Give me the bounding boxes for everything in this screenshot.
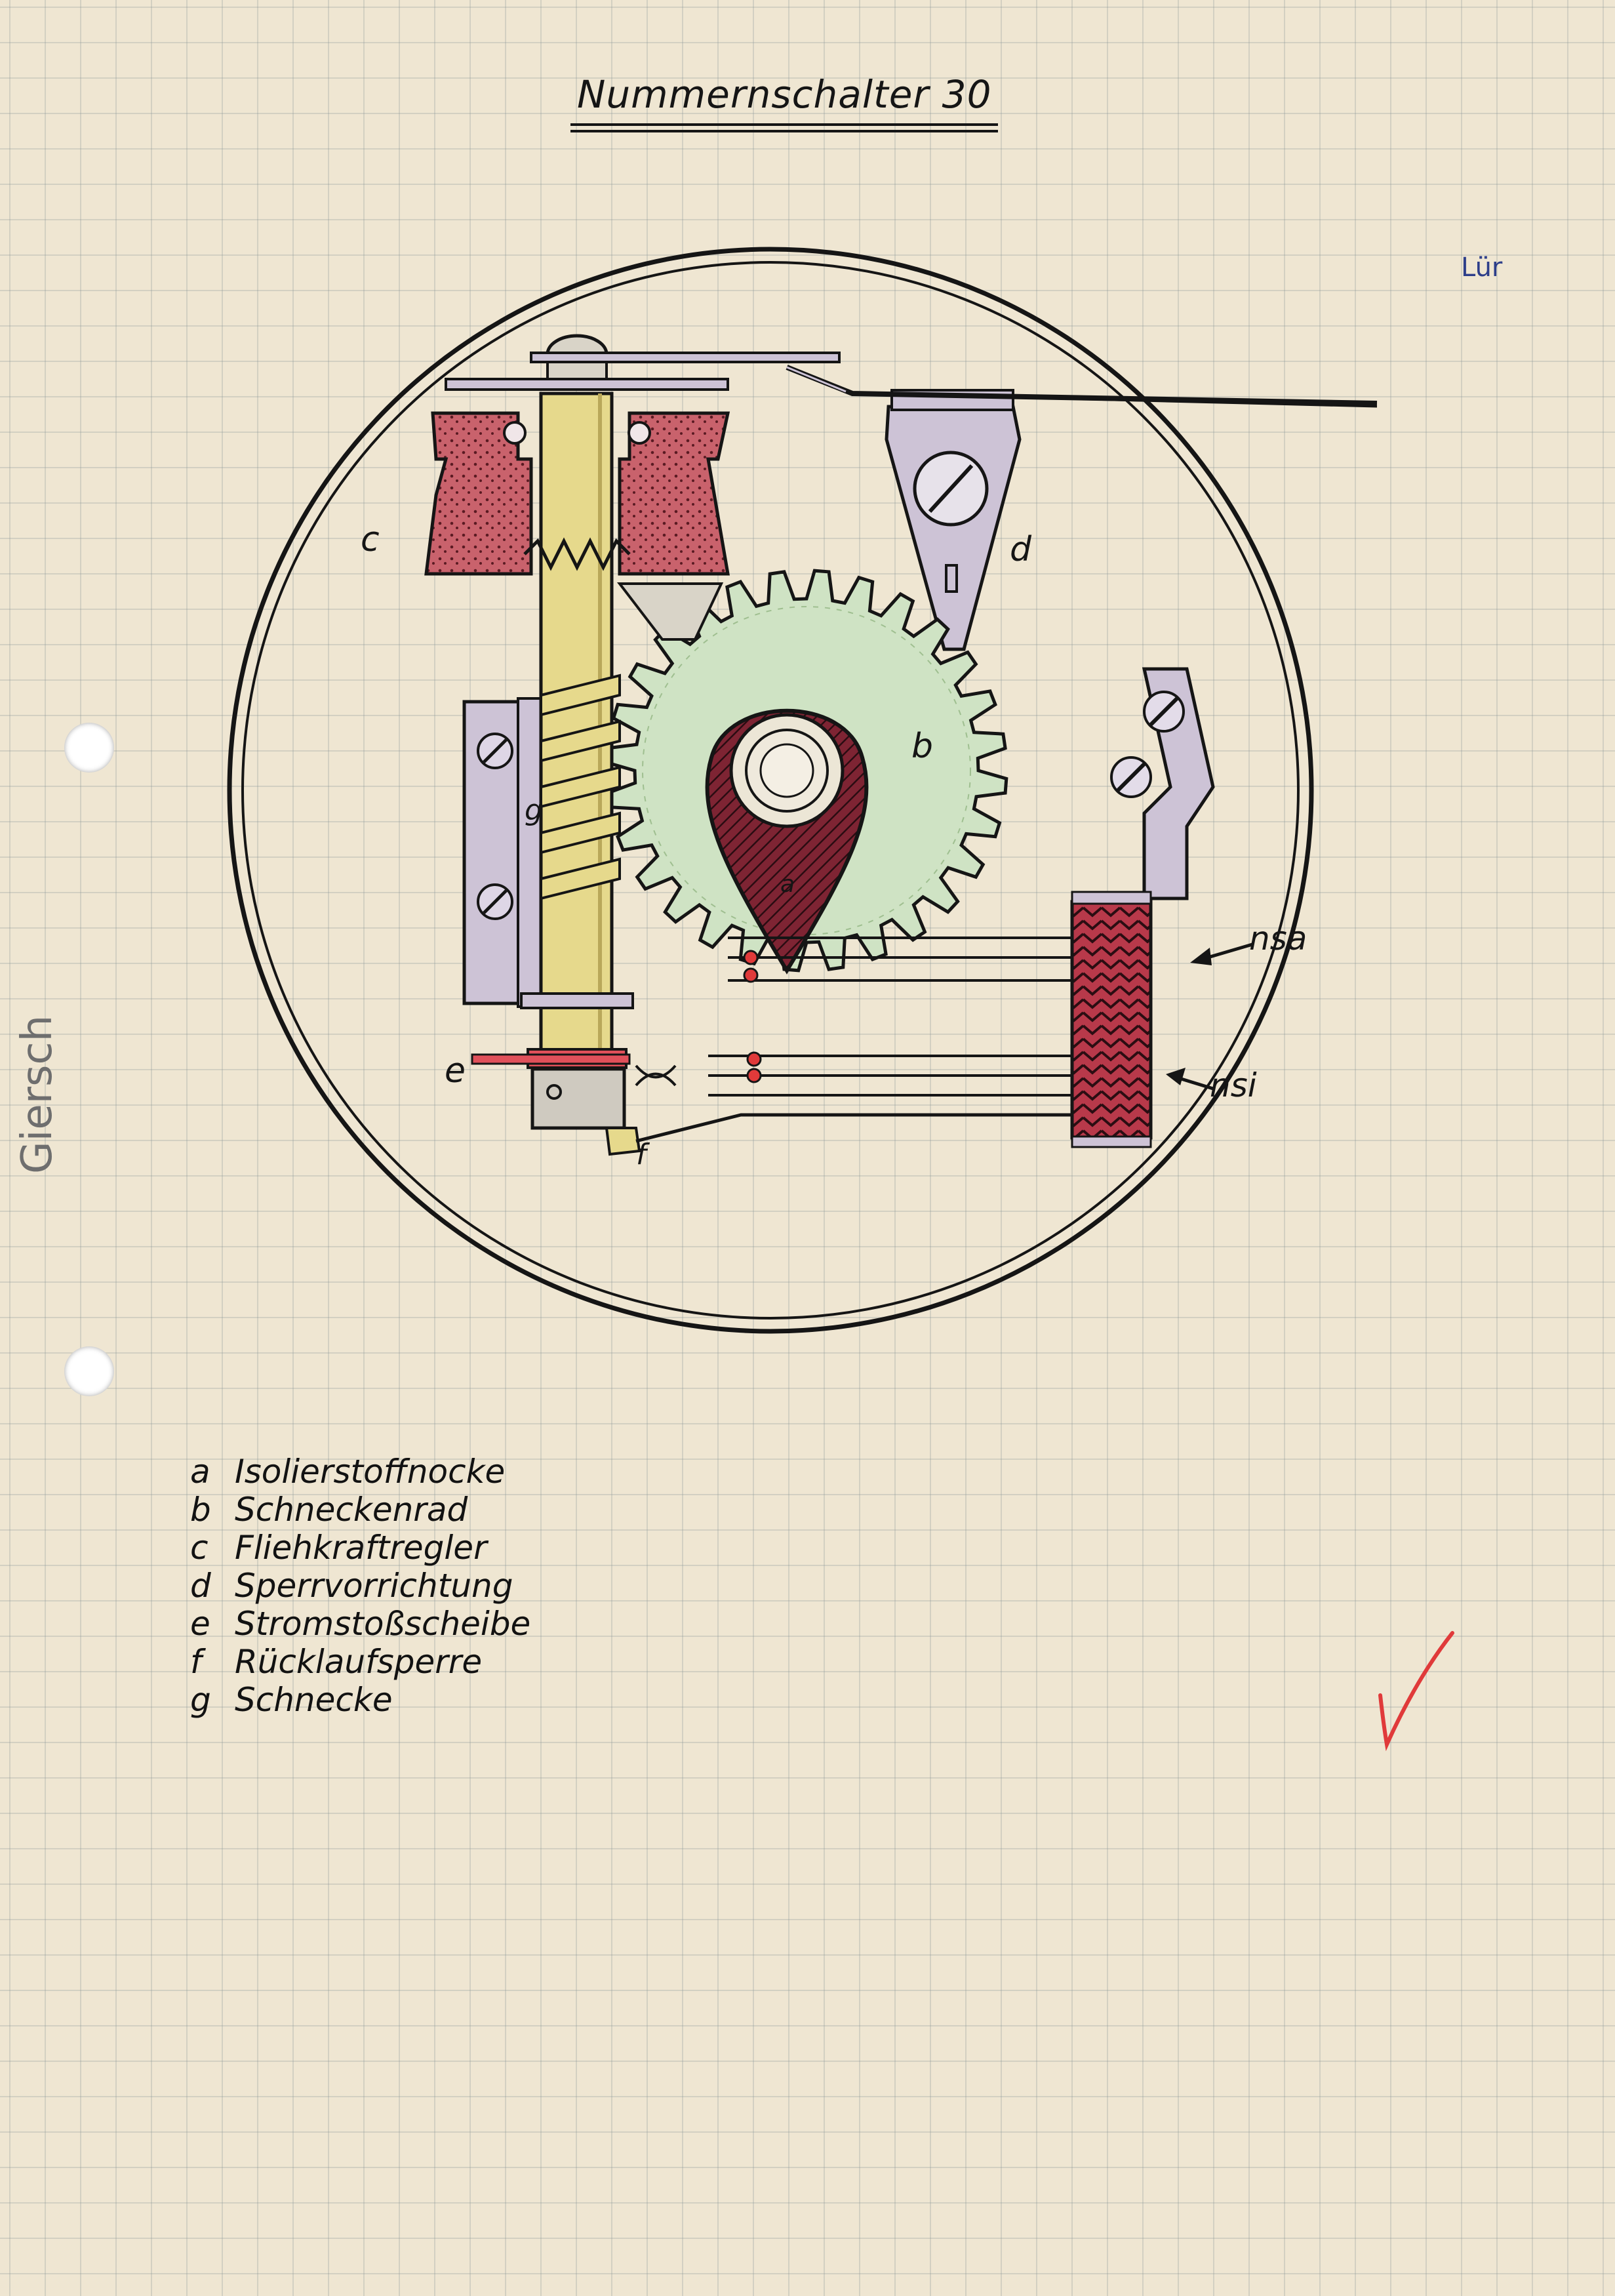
page-title: Nummernschalter 30 (570, 72, 999, 132)
legend-key: c (190, 1529, 209, 1567)
worm-screw (540, 674, 621, 900)
centrifugal-governor (424, 411, 730, 576)
top-crossbar (445, 352, 841, 391)
left-bracket (462, 697, 552, 1008)
legend-item: g Schnecke (190, 1681, 530, 1719)
legend-text: Fliehkraftregler (235, 1529, 487, 1567)
terminal-bracket (1110, 667, 1215, 900)
punch-hole-top (64, 723, 114, 773)
legend-item: a Isolierstoffnocke (190, 1453, 530, 1491)
label-nsi: nsi (1210, 1066, 1257, 1104)
contact-spring (786, 365, 1378, 408)
legend-key: a (190, 1453, 210, 1491)
contact-spring-stack (1070, 891, 1153, 1148)
legend-text: Isolierstoffnocke (235, 1453, 506, 1491)
legend-item: f Rücklaufsperre (190, 1643, 530, 1681)
legend-list: a Isolierstoffnocke b Schneckenrad c Fliehk… (190, 1453, 530, 1719)
contact-leads (635, 937, 1088, 1097)
insulating-cam (705, 708, 869, 975)
legend-text: Rücklaufsperre (235, 1643, 483, 1681)
legend-item: b Schneckenrad (190, 1491, 530, 1529)
legend-item: c Fliehkraftregler (190, 1529, 530, 1567)
label-d: d (1010, 530, 1032, 569)
legend-key: b (190, 1491, 211, 1529)
red-check-mark (1378, 1631, 1454, 1752)
label-b: b (911, 727, 933, 766)
label-e: e (445, 1051, 466, 1091)
legend-text: Stromstoßscheibe (235, 1605, 531, 1643)
legend-text: Schneckenrad (235, 1491, 468, 1529)
legend-key: f (190, 1643, 202, 1681)
nsa-arrow (1190, 942, 1253, 965)
punch-hole-bottom (64, 1346, 114, 1396)
legend-key: e (190, 1605, 210, 1643)
label-g: g (525, 794, 543, 827)
legend-text: Sperrvorrichtung (235, 1567, 513, 1605)
label-c: c (361, 520, 380, 559)
nsi-arrow (1166, 1068, 1214, 1091)
legend-key: g (190, 1681, 211, 1719)
label-nsa: nsa (1249, 919, 1307, 957)
legend-key: d (190, 1567, 211, 1605)
reverse-stop (605, 1113, 1108, 1156)
legend-item: d Sperrvorrichtung (190, 1567, 530, 1605)
label-f: f (636, 1138, 650, 1171)
legend-text: Schnecke (235, 1681, 393, 1719)
governor-shaft (539, 334, 614, 1097)
legend-item: e Stromstoßscheibe (190, 1605, 530, 1643)
shaft-collar (471, 992, 634, 1130)
teacher-mark: Lür (1461, 252, 1503, 283)
housing-outline (227, 247, 1314, 1334)
label-a: a (780, 871, 795, 898)
governor-stop (616, 582, 724, 641)
